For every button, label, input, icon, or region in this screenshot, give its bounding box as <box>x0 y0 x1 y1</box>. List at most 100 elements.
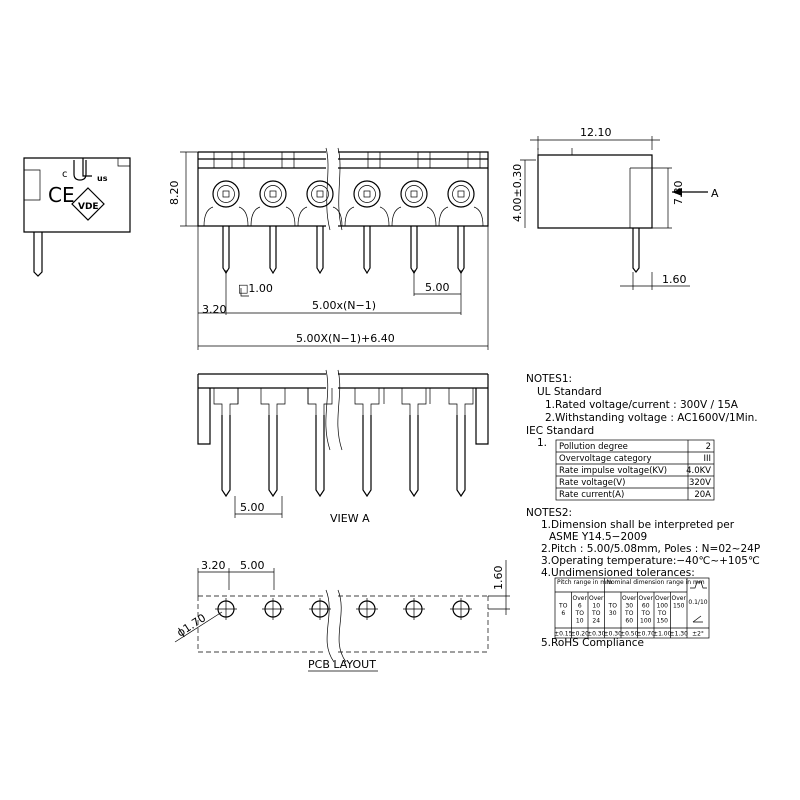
view-a-label: VIEW A <box>330 512 370 525</box>
iec-value: III <box>703 454 711 464</box>
clamp-arc <box>250 206 296 227</box>
tol-col-head: 150 <box>657 618 669 625</box>
clamp-arc <box>203 206 249 227</box>
pin-housing <box>448 388 474 415</box>
iec-index: 1. <box>537 437 547 449</box>
clamp-circle <box>306 180 334 208</box>
dim-pitch-chain: 5.00x(N−1) <box>312 299 376 312</box>
tol-col-head: TO <box>624 610 634 617</box>
front-view: 8.20 □1.00 5.00 5.00x(N−1) 3.20 5.00X(N−… <box>168 147 489 350</box>
tol-col-head: TO <box>591 610 601 617</box>
pcb-layout-label: PCB LAYOUT <box>308 658 376 671</box>
notes2-title: NOTES2: <box>526 507 572 519</box>
screw-square <box>363 190 371 198</box>
center-mark <box>215 598 237 620</box>
screw-square <box>316 190 324 198</box>
clamp-circle <box>353 180 381 208</box>
view-a-arrow-label: A <box>711 187 719 200</box>
tol-col-head: 30 <box>609 610 617 617</box>
clamp-inner-circle <box>452 185 470 203</box>
pin <box>269 226 277 275</box>
tol-col-head: 30 <box>625 603 633 610</box>
tol-col-head: Over <box>622 595 637 602</box>
tol-value: ±0.70 <box>637 631 656 638</box>
dim-edge: 3.20 <box>202 303 227 316</box>
clamp-circle <box>212 180 240 208</box>
iec-param: Rate current(A) <box>559 490 624 500</box>
dim-end-width: 12.10 <box>580 126 612 139</box>
iec-standard-title: IEC Standard <box>526 425 594 437</box>
tol-value: ±0.20 <box>571 631 590 638</box>
tol-angle: ±2° <box>692 631 704 638</box>
pcb-holes <box>215 598 472 620</box>
clamp-circle <box>259 180 287 208</box>
dim-end-pin-height: 4.00±0.30 <box>511 164 524 222</box>
center-mark <box>450 598 472 620</box>
ul-item-1: 1.Rated voltage/current : 300V / 15A <box>545 399 739 411</box>
dim-pcb-row-offset: 1.60 <box>492 566 505 591</box>
ul-c-mark: c <box>62 169 68 180</box>
tol-head-pitch: Pitch range in mm <box>557 579 612 586</box>
tol-col-head: TO <box>657 610 667 617</box>
clamp-arc <box>391 206 437 227</box>
rib <box>237 388 431 404</box>
tol-col-head: Over <box>573 595 588 602</box>
tol-col-head: Over <box>589 595 604 602</box>
notes-1: NOTES1: UL Standard 1.Rated voltage/curr… <box>526 373 758 501</box>
ul-mark-icon <box>73 158 92 181</box>
dim-view-a-pitch: 5.00 <box>240 501 265 514</box>
pin <box>268 415 278 498</box>
clamp-circle <box>400 180 428 208</box>
iec-param: Rate impulse voltage(KV) <box>559 466 667 476</box>
clamp-inner-circle <box>405 185 423 203</box>
center-mark <box>309 598 331 620</box>
tol-col-head: 60 <box>642 603 650 610</box>
tol-col-head: 100 <box>657 603 669 610</box>
iec-param: Pollution degree <box>559 442 628 452</box>
dim-end-pin-offset: 1.60 <box>662 273 687 286</box>
notes1-title: NOTES1: <box>526 373 572 385</box>
iec-param: Overvoltage category <box>559 454 651 464</box>
ul-us-mark: us <box>97 174 108 183</box>
center-mark <box>356 598 378 620</box>
tol-col-head: TO <box>558 603 568 610</box>
center-mark <box>262 598 284 620</box>
iec-value: 2 <box>706 442 711 452</box>
dim-pin-square: □1.00 <box>238 282 273 295</box>
dim-pcb-edge: 3.20 <box>201 559 226 572</box>
clamp-inner-circle <box>264 185 282 203</box>
tol-col-head: TO <box>641 610 651 617</box>
iec-value: 320V <box>689 478 711 488</box>
tol-col-head: TO <box>608 603 618 610</box>
view-a-pins <box>213 388 474 498</box>
pin <box>315 415 325 498</box>
note2-item-5: 5.RoHS Compliance <box>541 637 644 649</box>
pin <box>316 226 324 275</box>
dim-pcb-pitch: 5.00 <box>240 559 265 572</box>
pin <box>222 226 230 275</box>
note2-item-4: 4.Undimensioned tolerances: <box>541 567 695 579</box>
flatness-icon <box>690 581 707 589</box>
tol-value: ±0.15 <box>554 631 573 638</box>
screw-square <box>410 190 418 198</box>
tol-col-head: 10 <box>576 618 584 625</box>
end-view: 12.10 4.00±0.30 7.80 A 1.60 <box>511 126 719 290</box>
pin <box>221 415 231 498</box>
pin-housing <box>260 388 286 415</box>
clamp-inner-circle <box>358 185 376 203</box>
iec-value: 20A <box>694 490 711 500</box>
dim-pitch: 5.00 <box>425 281 450 294</box>
iec-table-frame <box>555 439 715 501</box>
vde-mark-icon <box>71 187 105 221</box>
iec-value: 4.0KV <box>686 466 711 476</box>
tol-flatness: 0.1/10 <box>688 599 707 606</box>
tol-col-head: Over <box>655 595 670 602</box>
note2-item-2: 2.Pitch : 5.00/5.08mm, Poles : N=02~24P <box>541 543 760 555</box>
tol-col-head: TO <box>575 610 585 617</box>
tol-value: ±1.30 <box>670 631 689 638</box>
tol-col-head: 100 <box>640 618 652 625</box>
pin <box>362 415 372 498</box>
tol-value: ±0.30 <box>587 631 606 638</box>
